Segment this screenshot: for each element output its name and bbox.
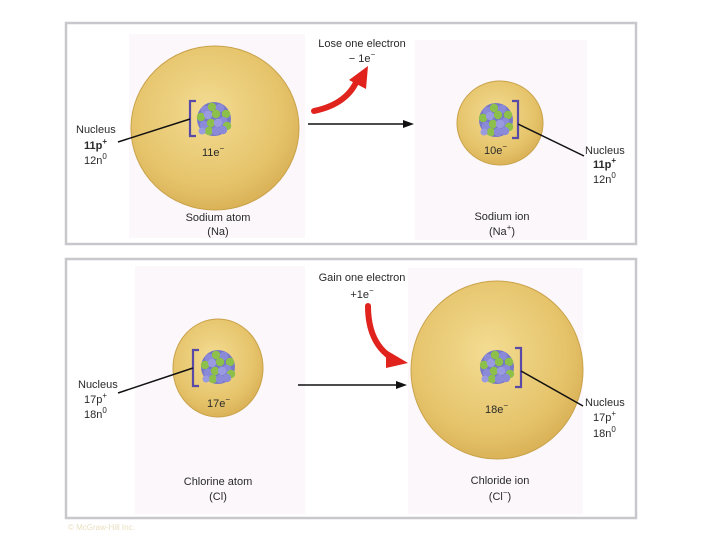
nucleus-bracket bbox=[512, 99, 520, 140]
process-label: Lose one electron bbox=[318, 38, 405, 50]
svg-text:17e−: 17e− bbox=[207, 395, 230, 410]
proton-count: 11p bbox=[593, 159, 612, 171]
top-panel: Nucleus 11p+ 12n0 11e− Sodium atom (Na) … bbox=[64, 21, 638, 246]
nucleus-pointer-line bbox=[517, 123, 585, 157]
nucleus-label: Nucleus bbox=[76, 124, 116, 136]
svg-text:18e−: 18e− bbox=[485, 401, 508, 416]
svg-text:17p+: 17p+ bbox=[593, 409, 616, 424]
svg-text:(Cl−): (Cl−) bbox=[489, 488, 511, 503]
electron-count: 11e bbox=[202, 147, 220, 159]
svg-text:+1e−: +1e− bbox=[350, 286, 374, 301]
ion-symbol: (Cl bbox=[489, 491, 503, 503]
nucleus-cluster-icon bbox=[478, 103, 514, 137]
red-curved-arrow-icon bbox=[311, 66, 368, 114]
svg-text:11p+: 11p+ bbox=[84, 137, 107, 152]
nucleus-pointer-line bbox=[117, 118, 191, 143]
copyright-text: © McGraw-Hill Inc. bbox=[68, 523, 135, 532]
nucleus-label: Nucleus bbox=[585, 145, 625, 157]
neutron-count: 18n bbox=[593, 428, 611, 440]
bottom-panel: 17e− Nucleus 17p+ 18n0 Chlorine atom (Cl… bbox=[64, 257, 638, 520]
svg-text:(Na+): (Na+) bbox=[489, 223, 515, 238]
nucleus-bracket bbox=[188, 99, 196, 138]
svg-text:− 1e−: − 1e− bbox=[349, 50, 376, 65]
atom-symbol: (Na) bbox=[207, 226, 228, 238]
process-label: Gain one electron bbox=[319, 272, 406, 284]
reaction-arrow bbox=[298, 381, 407, 389]
atom-name: Chlorine atom bbox=[184, 476, 252, 488]
ion-name: Sodium ion bbox=[474, 211, 529, 223]
svg-text:17p+: 17p+ bbox=[84, 391, 107, 406]
svg-text:12n0: 12n0 bbox=[593, 171, 616, 186]
electron-change: − 1e bbox=[349, 53, 371, 65]
atom-symbol: (Cl) bbox=[209, 491, 227, 503]
nucleus-cluster-icon bbox=[196, 102, 232, 136]
nucleus-pointer-line bbox=[520, 370, 584, 407]
proton-count: 17p bbox=[84, 394, 102, 406]
nucleus-cluster-icon bbox=[479, 350, 515, 384]
electron-count: 17e bbox=[207, 398, 225, 410]
nucleus-cluster-icon bbox=[200, 350, 236, 384]
electron-count: 18e bbox=[485, 404, 503, 416]
neutron-count: 12n bbox=[593, 174, 611, 186]
proton-count: 17p bbox=[593, 412, 611, 424]
ion-name: Chloride ion bbox=[471, 475, 530, 487]
reaction-arrow bbox=[308, 120, 414, 128]
svg-text:11p+: 11p+ bbox=[593, 156, 616, 171]
svg-text:18n0: 18n0 bbox=[593, 425, 616, 440]
svg-text:18n0: 18n0 bbox=[84, 406, 107, 421]
nucleus-label: Nucleus bbox=[585, 397, 625, 409]
svg-text:12n0: 12n0 bbox=[84, 152, 107, 167]
svg-text:11e−: 11e− bbox=[202, 144, 225, 159]
atom-name: Sodium atom bbox=[186, 212, 251, 224]
neutron-count: 12n bbox=[84, 155, 102, 167]
red-curved-arrow-icon bbox=[365, 303, 408, 368]
nucleus-bracket bbox=[515, 346, 523, 389]
nucleus-pointer-line bbox=[117, 367, 194, 394]
neutron-count: 18n bbox=[84, 409, 102, 421]
proton-count: 11p bbox=[84, 140, 103, 152]
nucleus-label: Nucleus bbox=[78, 379, 118, 391]
electron-count: 10e bbox=[484, 145, 502, 157]
electron-change: +1e bbox=[350, 289, 369, 301]
svg-text:10e−: 10e− bbox=[484, 142, 507, 157]
ion-symbol: (Na bbox=[489, 226, 508, 238]
